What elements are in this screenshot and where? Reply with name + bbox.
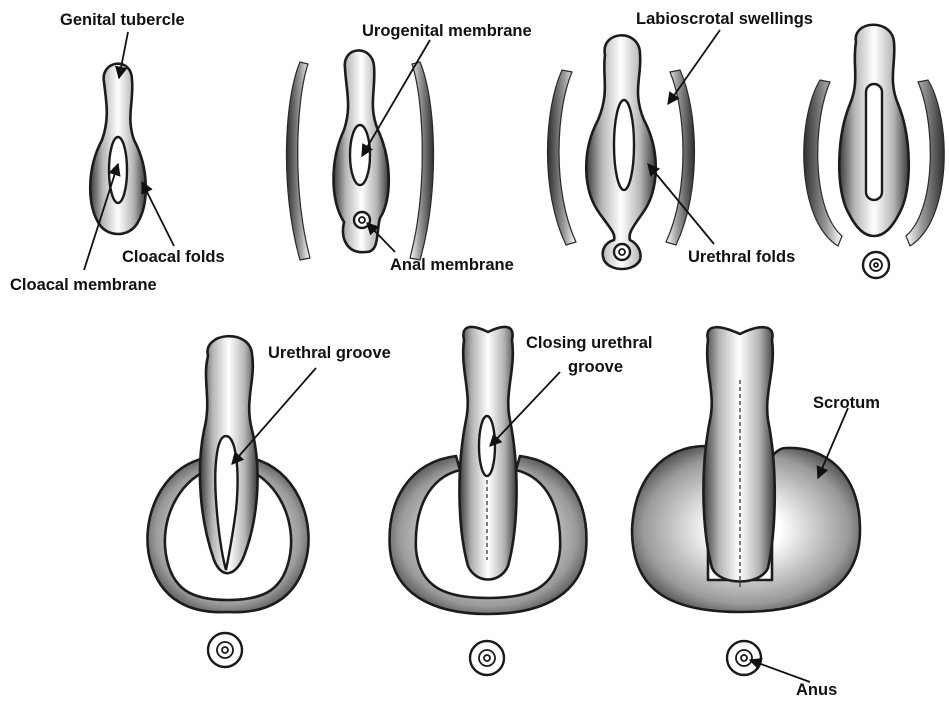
label-cloacal-membrane: Cloacal membrane	[10, 276, 157, 294]
right-labioscrotal-swelling-4	[906, 80, 944, 246]
left-labioscrotal-swelling-2	[286, 62, 310, 260]
stage-5	[147, 336, 308, 667]
label-urogenital-membrane: Urogenital membrane	[362, 22, 532, 40]
anal-membrane-inner-3	[619, 249, 625, 255]
urethral-folds-slit	[614, 100, 634, 190]
label-cloacal-folds: Cloacal folds	[122, 248, 225, 266]
label-scrotum: Scrotum	[813, 394, 880, 412]
right-labioscrotal-swelling-2	[410, 62, 434, 260]
left-labioscrotal-swelling-4	[804, 80, 842, 246]
stage-4	[804, 25, 944, 278]
stage-7	[632, 327, 860, 675]
left-labioscrotal-swelling-3	[548, 70, 577, 245]
anus-core-6	[484, 655, 490, 661]
urogenital-membrane-shape	[350, 125, 370, 185]
label-anus: Anus	[796, 681, 837, 699]
stage-3	[548, 35, 695, 269]
label-anal-membrane: Anal membrane	[390, 256, 514, 274]
leader-anus	[750, 660, 810, 682]
label-labioscrotal-swellings: Labioscrotal swellings	[636, 10, 813, 28]
genital-tubercle-shape-7	[703, 327, 774, 581]
label-urethral-groove: Urethral groove	[268, 344, 391, 362]
label-closing-urethral-groove-1: Closing urethral	[526, 334, 653, 352]
label-genital-tubercle: Genital tubercle	[60, 11, 185, 29]
urethral-groove-slit-4	[866, 84, 882, 200]
cloacal-membrane-shape	[109, 137, 127, 203]
label-closing-urethral-groove-2: groove	[568, 358, 623, 376]
right-labioscrotal-swelling-3	[666, 70, 695, 245]
closing-urethral-groove-slit	[479, 416, 495, 476]
stage-6	[390, 327, 587, 675]
anal-membrane-inner-2	[359, 217, 365, 223]
leader-cloacal-folds	[142, 182, 174, 246]
stage-2	[286, 50, 433, 260]
stage-1-indifferent	[90, 64, 146, 234]
anus-core-5	[222, 647, 228, 653]
anus-core-4	[874, 263, 878, 267]
label-urethral-folds: Urethral folds	[688, 248, 795, 266]
leader-labioscrotal-swellings	[668, 30, 720, 104]
anus-core-7	[741, 655, 747, 661]
